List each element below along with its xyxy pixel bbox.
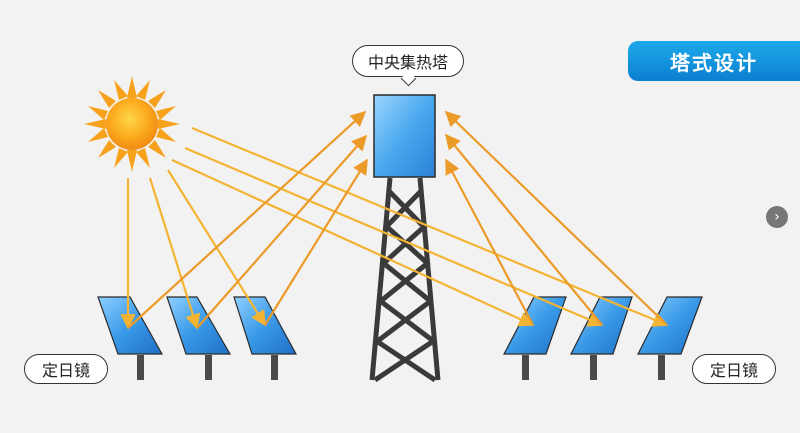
heliostat-panel-4 xyxy=(503,296,567,355)
next-chevron-icon[interactable]: › xyxy=(766,206,788,228)
tower-lattice xyxy=(369,177,441,383)
reflected-rays xyxy=(127,110,668,329)
heliostat-label-right: 定日镜 xyxy=(692,354,776,384)
heliostat-label-left: 定日镜 xyxy=(24,354,108,384)
heliostat-poles xyxy=(137,355,665,380)
tower-receiver xyxy=(373,94,436,178)
tower-label: 中央集热塔 xyxy=(352,45,464,77)
heliostat-panel-3 xyxy=(233,296,298,355)
heliostat-panel-6 xyxy=(637,296,703,355)
title-badge: 塔式设计 xyxy=(628,41,800,81)
sun-icon xyxy=(84,76,180,172)
